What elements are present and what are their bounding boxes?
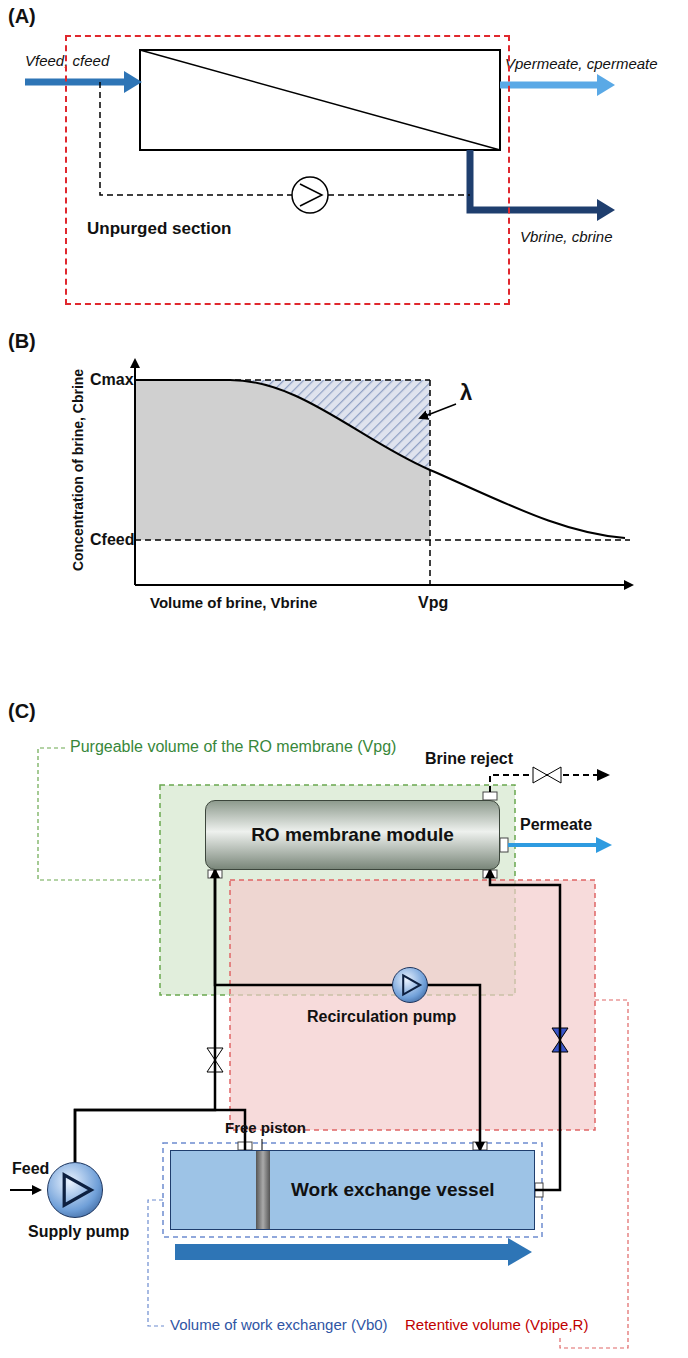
pump-symbol: Supply pump bbox=[47, 1162, 103, 1218]
region-callout: Retentive volume (Vpipe,R) bbox=[405, 1316, 588, 1333]
axis-title: Concentration of brine, Cbrine bbox=[70, 369, 86, 571]
work-exchange-vessel: Work exchange vessel bbox=[170, 1150, 535, 1230]
membrane-module: RO membrane module bbox=[205, 800, 500, 870]
area-symbol: λ bbox=[460, 380, 472, 405]
flow-label: Vfeed, cfeed bbox=[25, 52, 109, 69]
axis-title: Volume of brine, Vbrine bbox=[150, 594, 317, 611]
axis-tick-label: Cmax bbox=[90, 371, 134, 389]
panel-letter: (C) bbox=[8, 700, 36, 723]
pump-symbol: Recirculation pump bbox=[392, 967, 428, 1003]
node-text: Recirculation pump bbox=[307, 1008, 456, 1026]
flow-label: Vpermeate, cpermeate bbox=[505, 55, 658, 72]
pump-triangle bbox=[393, 968, 427, 1002]
panel-b-chart bbox=[135, 360, 632, 585]
stream-label: Permeate bbox=[520, 816, 592, 834]
panel-c-art bbox=[10, 748, 628, 1348]
panel-a-art bbox=[25, 50, 615, 221]
pipe-connector bbox=[490, 870, 560, 1190]
node-text: RO membrane module bbox=[251, 824, 454, 846]
free-piston bbox=[256, 1151, 270, 1229]
part-label: Free piston bbox=[225, 1119, 306, 1136]
node-text: Work exchange vessel bbox=[291, 1179, 494, 1201]
axis-tick-label: Vpg bbox=[418, 594, 448, 612]
flow-label: Vbrine, cbrine bbox=[520, 228, 613, 245]
pipe-connector bbox=[215, 870, 392, 985]
pump-triangle bbox=[48, 1163, 102, 1217]
unpurged-region: Unpurged section bbox=[65, 35, 510, 305]
region-callout: Volume of work exchanger (Vb0) bbox=[170, 1316, 388, 1333]
node-text: Unpurged section bbox=[87, 219, 232, 239]
node-text: Supply pump bbox=[28, 1223, 129, 1241]
region-callout: Purgeable volume of the RO membrane (Vpg… bbox=[70, 738, 396, 756]
panel-letter: (B) bbox=[8, 330, 36, 353]
panel-letter: (A) bbox=[8, 5, 36, 28]
pipe-connector bbox=[75, 870, 215, 1162]
stream-label: Brine reject bbox=[425, 750, 513, 768]
axis-tick-label: Cfeed bbox=[90, 531, 134, 549]
stream-label: Feed bbox=[12, 1160, 49, 1178]
